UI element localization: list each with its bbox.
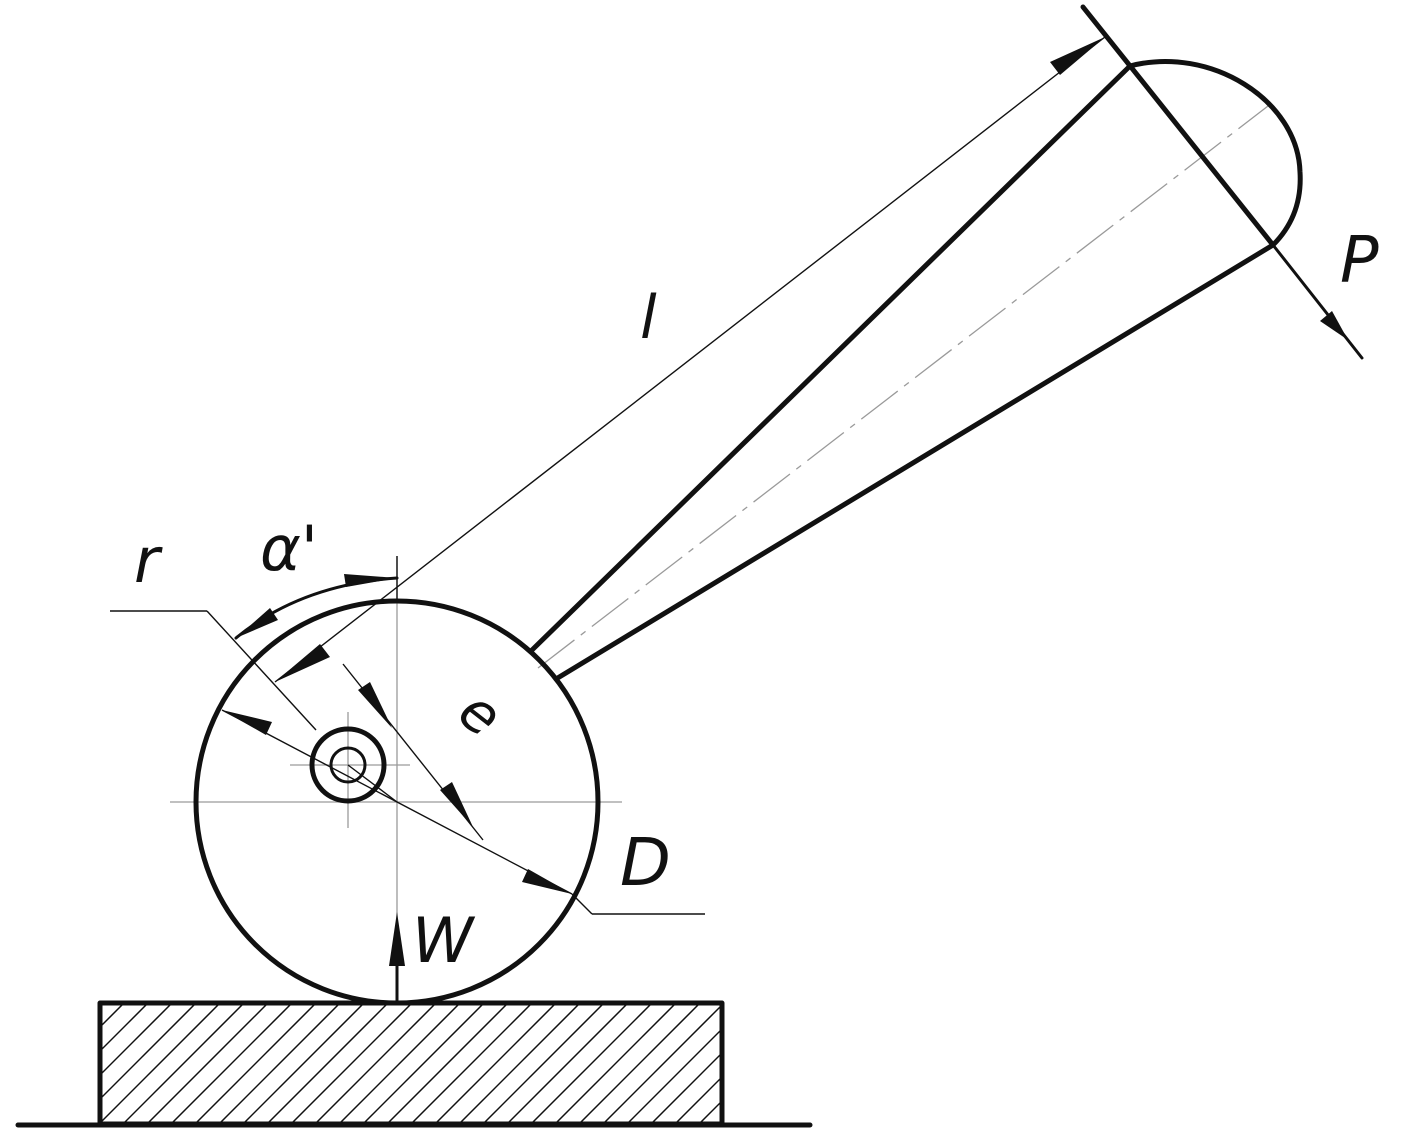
hatch-line xyxy=(578,1003,701,1124)
lever-axis-centerline xyxy=(537,105,1269,669)
force-w-arrowhead xyxy=(389,912,405,966)
label-w: W xyxy=(412,904,476,977)
pivot-inner-ring xyxy=(329,746,367,784)
r-leader-diagonal xyxy=(206,610,317,731)
dimension-l-line xyxy=(274,36,1106,683)
hatch-line xyxy=(434,1003,557,1124)
angle-arc xyxy=(234,576,399,640)
hatch-line xyxy=(194,1003,317,1124)
hatch-line xyxy=(314,1003,437,1124)
hatch-line xyxy=(100,1003,101,1005)
hatch-line xyxy=(290,1003,413,1124)
hatch-line xyxy=(100,1003,149,1053)
pivot-outer-ring xyxy=(309,726,387,804)
hatch-line xyxy=(338,1003,461,1124)
angle-arrow-left xyxy=(236,608,278,638)
label-r: r xyxy=(134,524,163,597)
base-block xyxy=(97,1000,844,1127)
label-p: P xyxy=(1340,224,1379,298)
hatch-line xyxy=(100,1003,197,1101)
dimension-r xyxy=(110,610,317,731)
e-arrow-lower xyxy=(440,782,473,827)
hatch-line xyxy=(482,1003,605,1124)
lever-upper-edge xyxy=(528,63,1133,654)
hatch-line xyxy=(723,1003,844,1124)
label-e: e xyxy=(446,678,513,750)
force-p-arrowhead xyxy=(1320,311,1348,340)
hatch-line xyxy=(698,1099,722,1124)
lever-lower-edge xyxy=(553,242,1276,682)
lever-arm xyxy=(528,4,1303,682)
hatch-line xyxy=(100,1003,221,1124)
hatch-line xyxy=(122,1003,245,1124)
force-p-indicator xyxy=(1271,243,1364,360)
label-l: l xyxy=(640,283,657,353)
d-leader-diagonal xyxy=(571,893,593,915)
hatch-line xyxy=(362,1003,485,1124)
dimension-l-arrow-bottom xyxy=(275,644,330,682)
e-arrow-upper xyxy=(358,682,392,728)
dimension-l xyxy=(274,36,1106,683)
hatch-line xyxy=(100,1003,125,1029)
base-block-outline xyxy=(97,1000,725,1127)
hatch-line xyxy=(530,1003,653,1124)
hatch-line xyxy=(242,1003,365,1124)
label-alpha: α' xyxy=(260,512,318,585)
hatch-line xyxy=(506,1003,629,1124)
hatch-line xyxy=(626,1027,722,1124)
hatch-line xyxy=(410,1003,533,1124)
angle-arrow-right xyxy=(344,574,397,587)
lever-rounded-tip xyxy=(1127,59,1303,248)
hatch-line xyxy=(674,1075,722,1124)
label-d: D xyxy=(620,824,671,901)
dimension-e xyxy=(342,663,484,841)
force-w-indicator xyxy=(389,912,405,1005)
dimension-alpha xyxy=(234,574,399,640)
centerlines xyxy=(170,105,1269,1003)
hatch-line xyxy=(386,1003,509,1124)
d-arrow-right xyxy=(522,869,572,894)
hatch-line xyxy=(146,1003,269,1124)
hatch-line xyxy=(650,1051,722,1124)
e-connector-line xyxy=(347,764,398,803)
d-arrow-left xyxy=(222,710,272,735)
hatch-line xyxy=(100,1003,173,1077)
lever-end-face xyxy=(1080,4,1276,248)
hatch-line xyxy=(170,1003,293,1124)
base-hatching xyxy=(100,1003,844,1124)
dimension-l-arrow-top xyxy=(1050,37,1105,75)
hatch-line xyxy=(218,1003,341,1124)
hatch-line xyxy=(458,1003,581,1124)
hatch-line xyxy=(602,1003,722,1124)
hatch-line xyxy=(266,1003,389,1124)
hatch-line xyxy=(554,1003,677,1124)
